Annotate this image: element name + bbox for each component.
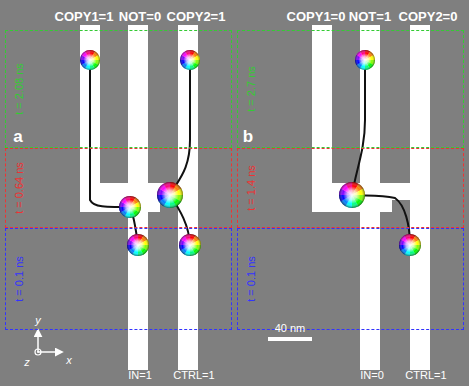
skyrmion bbox=[127, 234, 149, 256]
label: b bbox=[243, 127, 253, 147]
label: z bbox=[24, 356, 30, 368]
time-label: t = 2.08 ns bbox=[13, 63, 25, 115]
time-label: t = 1.4 ns bbox=[245, 165, 257, 211]
time-label: t = 2.7 ns bbox=[245, 66, 257, 112]
axes bbox=[35, 330, 62, 355]
time-region: t = 1.4 ns bbox=[237, 148, 464, 228]
skyrmion bbox=[157, 182, 183, 208]
label: NOT=0 bbox=[119, 9, 161, 24]
label: 40 nm bbox=[275, 322, 306, 334]
time-label: t = 0.1 ns bbox=[13, 256, 25, 302]
skyrmion bbox=[339, 182, 365, 208]
time-region: t = 2.08 ns bbox=[5, 30, 232, 148]
trajectory bbox=[90, 60, 410, 245]
label: IN=1 bbox=[128, 369, 152, 381]
time-region: t = 0.1 ns bbox=[237, 228, 464, 330]
label: COPY1=1 bbox=[55, 9, 114, 24]
skyrmion bbox=[80, 50, 100, 70]
scale-bar bbox=[268, 337, 312, 341]
label: CTRL=1 bbox=[173, 369, 214, 381]
label: NOT=1 bbox=[349, 9, 391, 24]
time-region: t = 0.64 ns bbox=[5, 148, 232, 228]
skyrmion bbox=[180, 50, 200, 70]
skyrmion bbox=[399, 234, 421, 256]
label: IN=0 bbox=[360, 369, 384, 381]
time-region: t = 2.7 ns bbox=[237, 30, 464, 148]
label: COPY2=1 bbox=[167, 9, 226, 24]
skyrmion bbox=[80, 50, 421, 256]
label: CTRL=1 bbox=[405, 369, 446, 381]
label: y bbox=[35, 314, 41, 326]
label: x bbox=[66, 354, 72, 366]
skyrmion bbox=[119, 196, 141, 218]
nanotrack bbox=[312, 25, 430, 370]
time-label: t = 0.1 ns bbox=[245, 256, 257, 302]
label: a bbox=[13, 127, 22, 147]
label: COPY2=0 bbox=[399, 9, 458, 24]
nanotrack bbox=[80, 25, 198, 370]
label: COPY1=0 bbox=[287, 9, 346, 24]
skyrmion bbox=[355, 50, 375, 70]
time-label: t = 0.64 ns bbox=[13, 162, 25, 214]
skyrmion bbox=[179, 234, 201, 256]
